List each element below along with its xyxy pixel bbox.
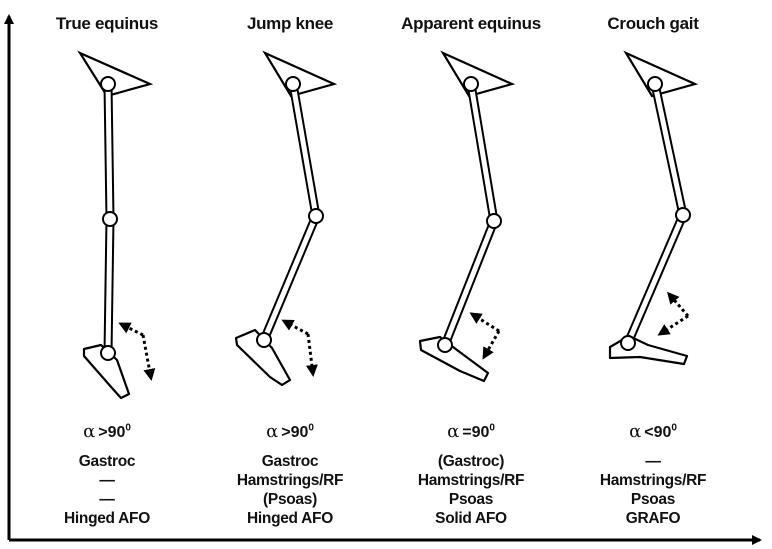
column-jump-knee: Jump knee α>900 Gastroc Hamstrings/RF (P… bbox=[195, 0, 385, 549]
muscle-line: Hamstrings/RF bbox=[417, 472, 525, 489]
orthosis-line: Solid AFO bbox=[435, 510, 507, 527]
muscle-list: Gastroc — — Hinged AFO bbox=[12, 452, 202, 528]
muscle-list: — Hamstrings/RF Psoas GRAFO bbox=[558, 433, 748, 528]
knee-joint bbox=[102, 211, 118, 227]
foot bbox=[234, 328, 292, 387]
hip-joint bbox=[463, 76, 479, 92]
figure-true-equinus bbox=[77, 50, 156, 400]
orthosis-line: GRAFO bbox=[625, 510, 681, 527]
alpha-symbol: α bbox=[447, 421, 460, 442]
column-title: Crouch gait bbox=[607, 14, 699, 33]
hip-joint bbox=[285, 76, 301, 92]
dotted-arrow-down bbox=[305, 333, 318, 377]
dotted-arrow-up bbox=[469, 312, 500, 333]
ankle-joint bbox=[100, 345, 116, 361]
column-crouch-gait: Crouch gait α<900 — Hamstrings/RF Psoas … bbox=[558, 0, 748, 549]
muscle-line: (Psoas) bbox=[263, 491, 317, 508]
muscle-line: Psoas bbox=[630, 491, 676, 508]
muscle-line: Hamstrings/RF bbox=[599, 472, 707, 489]
alpha-symbol: α bbox=[83, 421, 96, 442]
figure-crouch-gait bbox=[608, 50, 699, 366]
angle-unit: 0 bbox=[125, 422, 131, 434]
dotted-arrow-up bbox=[667, 291, 690, 317]
angle-value: 90 bbox=[471, 424, 490, 441]
angle-value: 90 bbox=[653, 424, 672, 441]
column-title: Jump knee bbox=[246, 14, 334, 33]
column-title: Apparent equinus bbox=[401, 14, 541, 33]
ankle-joint bbox=[256, 332, 272, 348]
knee-joint bbox=[675, 207, 691, 223]
muscle-list: (Gastroc) Hamstrings/RF Psoas Solid AFO bbox=[376, 452, 566, 528]
dotted-arrow-down bbox=[482, 330, 501, 360]
angle-operator: < bbox=[644, 424, 654, 441]
angle-operator: = bbox=[462, 424, 472, 441]
muscle-line: Hamstrings/RF bbox=[236, 472, 344, 489]
angle-label: α<900 bbox=[558, 421, 748, 442]
muscle-line: — bbox=[99, 472, 115, 489]
alpha-symbol: α bbox=[629, 421, 642, 442]
angle-label: α>900 bbox=[12, 421, 202, 442]
angle-label: α=900 bbox=[376, 421, 566, 442]
column-apparent-equinus: Apparent equinus α=900 (Gastroc) Hamstri… bbox=[376, 0, 566, 549]
angle-unit: 0 bbox=[671, 422, 677, 434]
angle-value: 90 bbox=[290, 424, 309, 441]
angle-unit: 0 bbox=[489, 422, 495, 434]
column-title: True equinus bbox=[55, 14, 159, 33]
angle-label: α>900 bbox=[195, 421, 385, 442]
pelvis-triangle bbox=[262, 50, 338, 98]
pelvis-triangle bbox=[77, 50, 154, 98]
dotted-arrow-up bbox=[281, 319, 309, 336]
angle-operator: > bbox=[281, 424, 291, 441]
alpha-symbol: α bbox=[266, 421, 279, 442]
dotted-arrow-up bbox=[118, 322, 144, 337]
muscle-line: — bbox=[645, 453, 661, 470]
ankle-joint bbox=[437, 337, 453, 353]
orthosis-line: Hinged AFO bbox=[247, 510, 333, 527]
knee-joint bbox=[308, 208, 324, 224]
angle-operator: > bbox=[98, 424, 108, 441]
axes bbox=[3, 14, 762, 545]
ankle-joint bbox=[620, 335, 636, 351]
angle-unit: 0 bbox=[308, 422, 314, 434]
muscle-line: Psoas bbox=[448, 491, 494, 508]
muscle-line: Gastroc bbox=[261, 453, 319, 470]
pelvis-triangle bbox=[623, 50, 699, 98]
figure-apparent-equinus bbox=[418, 50, 516, 383]
muscle-line: — bbox=[99, 491, 115, 508]
hip-joint bbox=[100, 76, 116, 92]
knee-joint bbox=[486, 213, 502, 229]
muscle-line: (Gastroc) bbox=[437, 453, 505, 470]
orthosis-line: Hinged AFO bbox=[64, 510, 150, 527]
figure-jump-knee bbox=[234, 50, 338, 387]
pelvis-triangle bbox=[440, 50, 516, 98]
muscle-line bbox=[558, 433, 748, 452]
muscle-line: Gastroc bbox=[78, 453, 136, 470]
hip-joint bbox=[647, 76, 663, 92]
column-true-equinus: True equinus α>900 Gastroc — — Hinged AF… bbox=[12, 0, 202, 549]
angle-value: 90 bbox=[107, 424, 126, 441]
muscle-list: Gastroc Hamstrings/RF (Psoas) Hinged AFO bbox=[195, 452, 385, 528]
dotted-arrow-down bbox=[141, 334, 156, 381]
